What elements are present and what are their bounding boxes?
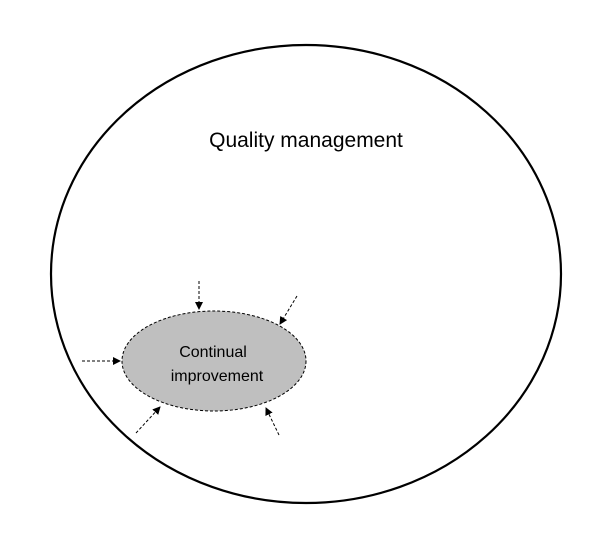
arrow-bottom-right <box>265 407 280 436</box>
arrow-bottom-left <box>135 406 161 434</box>
quality-management-ellipse <box>49 43 563 505</box>
quality-management-label: Quality management <box>209 129 403 152</box>
continual-improvement-label-line2: improvement <box>171 368 264 385</box>
arrow-top-right <box>279 295 298 325</box>
continual-improvement-ellipse <box>121 310 307 412</box>
continual-improvement-label-line1: Continual <box>179 344 247 361</box>
